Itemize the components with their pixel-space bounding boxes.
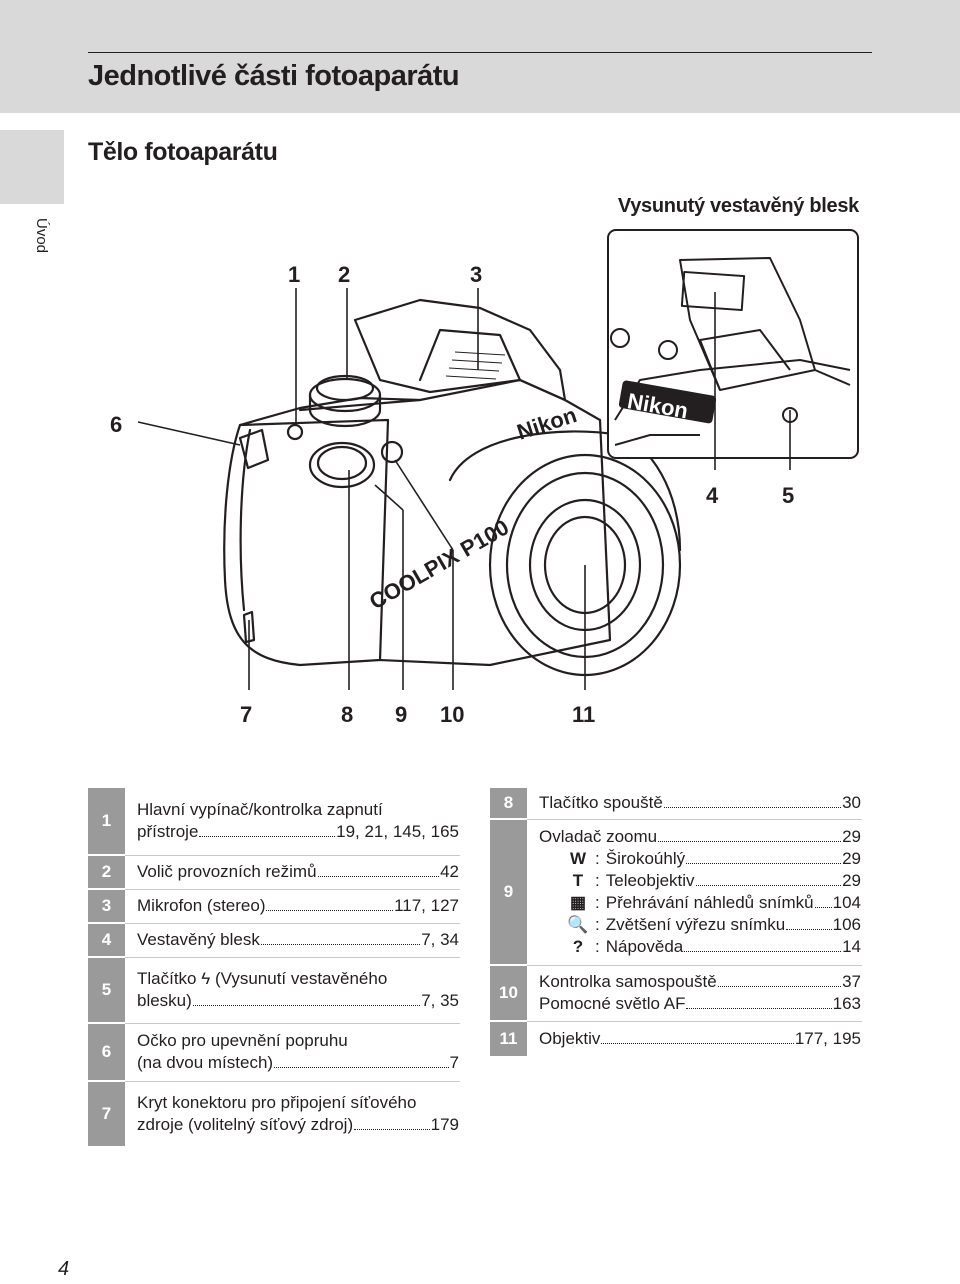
part-label: Kryt konektoru pro připojení síťového — [137, 1093, 417, 1113]
part-pages: 29 — [842, 871, 861, 890]
part-pages: 104 — [832, 893, 861, 912]
table-row: 6 Očko pro upevnění popruhu (na dvou míste… — [88, 1022, 460, 1082]
part-pages: 30 — [842, 792, 861, 812]
part-label: Očko pro upevnění popruhu — [137, 1031, 348, 1050]
part-number: 2 — [88, 854, 125, 890]
side-tab — [0, 130, 64, 204]
part-label: Volič provozních režimů — [137, 862, 317, 881]
section-title: Tělo fotoaparátu — [88, 138, 278, 166]
part-pages: 14 — [842, 937, 861, 956]
part-label: přístroje — [137, 821, 199, 841]
zoom-function-icon: T — [572, 871, 584, 890]
table-row: 2 Volič provozních režimů 42 — [88, 854, 460, 890]
page-number: 4 — [58, 1258, 70, 1280]
part-number: 10 — [490, 964, 527, 1022]
callout-3: 3 — [470, 262, 482, 287]
part-label: Objektiv — [539, 1029, 601, 1049]
part-label: Kontrolka samospouště — [539, 972, 717, 991]
table-row: 10 Kontrolka samospouště 37 Pomocné světl… — [490, 964, 862, 1022]
callout-4: 4 — [706, 483, 719, 508]
part-label: Vestavěný blesk — [137, 930, 260, 949]
part-label: Ovladač zoomu — [539, 827, 658, 846]
callout-5: 5 — [782, 483, 794, 508]
table-row: 5 Tlačítko ϟ (Vysunutí vestavěného blesku)… — [88, 956, 460, 1024]
part-pages: 7, 34 — [421, 930, 459, 949]
part-pages: 7 — [449, 1053, 459, 1072]
table-row: 8 Tlačítko spouště 30 — [490, 786, 862, 820]
part-label: blesku) — [137, 991, 192, 1010]
zoom-function-icon: 🔍 — [567, 915, 589, 934]
part-label: zdroje (volitelný síťový zdroj) — [137, 1115, 354, 1135]
part-pages: 179 — [430, 1115, 459, 1135]
part-number: 1 — [88, 786, 125, 856]
chapter-title: Jednotlivé části fotoaparátu — [88, 60, 460, 92]
part-number: 8 — [490, 786, 527, 820]
part-label: Přehrávání náhledů snímků — [605, 893, 814, 912]
callout-2: 2 — [338, 262, 350, 287]
zoom-function-icon: W — [569, 849, 587, 868]
callout-7: 7 — [240, 702, 252, 727]
zoom-function-icon: ▦ — [569, 893, 587, 912]
table-row: 3 Mikrofon (stereo) 117, 127 — [88, 888, 460, 924]
part-label: Širokoúhlý — [605, 849, 686, 868]
part-number: 9 — [490, 818, 527, 966]
part-pages: 7, 35 — [421, 991, 459, 1010]
flash-grille — [445, 351, 506, 380]
leader-lines — [137, 288, 791, 690]
callout-11: 11 — [572, 702, 595, 727]
part-label: Hlavní vypínač/kontrolka zapnutí — [137, 799, 383, 819]
callout-9: 9 — [395, 702, 407, 727]
part-number: 4 — [88, 922, 125, 958]
part-pages: 37 — [842, 972, 861, 991]
callout-10: 10 — [440, 702, 464, 727]
part-pages: 29 — [842, 827, 861, 846]
part-label: Teleobjektiv — [605, 871, 695, 890]
part-label: Zvětšení výřezu snímku — [605, 915, 786, 934]
callout-8: 8 — [341, 702, 353, 727]
part-pages: 42 — [440, 862, 459, 881]
callout-6: 6 — [110, 412, 122, 437]
part-number: 5 — [88, 956, 125, 1024]
brand-logo: Nikon — [514, 402, 580, 445]
part-number: 11 — [490, 1020, 527, 1058]
part-pages: 106 — [832, 915, 861, 934]
part-label: Mikrofon (stereo) — [137, 896, 266, 915]
part-pages: 163 — [832, 994, 861, 1013]
part-number: 6 — [88, 1022, 125, 1082]
part-pages: 19, 21, 145, 165 — [336, 821, 459, 841]
part-label: Pomocné světlo AF — [539, 994, 686, 1013]
zoom-function-icon: ? — [572, 937, 584, 956]
part-pages: 177, 195 — [794, 1029, 861, 1049]
header-band — [0, 0, 960, 113]
part-number: 7 — [88, 1080, 125, 1148]
inset-title: Vysunutý vestavěný blesk — [617, 195, 859, 217]
part-pages: 117, 127 — [394, 896, 459, 915]
part-pages: 29 — [842, 849, 861, 868]
table-row: 4 Vestavěný blesk 7, 34 — [88, 922, 460, 958]
callout-1: 1 — [288, 262, 300, 287]
header-rule — [88, 52, 872, 53]
flash-inset: Nikon — [607, 229, 859, 459]
part-label: Tlačítko spouště — [539, 792, 663, 812]
part-label: Tlačítko ϟ (Vysunutí vestavěného — [137, 969, 388, 988]
part-label: (na dvou místech) — [137, 1053, 274, 1072]
parts-table-right: 8 Tlačítko spouště 30 9 Ovladač zoomu 29 W… — [490, 786, 862, 1058]
camera-diagram: Nikon COOLPIX P100 Nikon — [110, 229, 859, 727]
part-label: Nápověda — [605, 937, 684, 956]
table-row: 11 Objektiv 177, 195 — [490, 1020, 862, 1058]
part-number: 3 — [88, 888, 125, 924]
